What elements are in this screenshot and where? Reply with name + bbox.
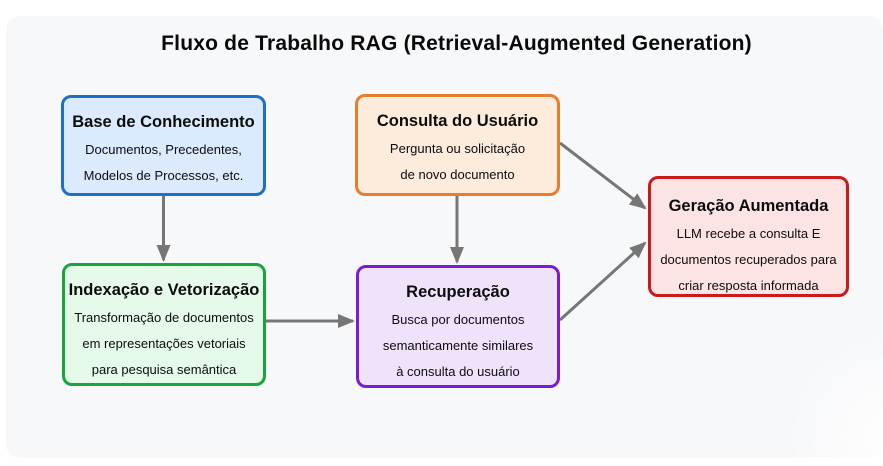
node-user-query: Consulta do Usuário Pergunta ou solicita… bbox=[355, 94, 560, 196]
node-retrieval: Recuperação Busca por documentos semanti… bbox=[356, 265, 560, 388]
node-description: Documentos, Precedentes, Modelos de Proc… bbox=[83, 142, 244, 183]
node-title: Geração Aumentada bbox=[668, 197, 829, 215]
node-description: LLM recebe a consulta E documentos recup… bbox=[660, 226, 837, 293]
node-description: Transformação de documentos em represent… bbox=[74, 310, 254, 377]
diagram-title: Fluxo de Trabalho RAG (Retrieval-Augment… bbox=[161, 32, 752, 55]
node-knowledge-base: Base de Conhecimento Documentos, Precede… bbox=[61, 95, 266, 196]
node-description: Pergunta ou solicitação de novo document… bbox=[389, 141, 526, 182]
node-title: Recuperação bbox=[406, 283, 510, 301]
node-indexing-vectorization: Indexação e Vetorização Transformação de… bbox=[62, 263, 266, 386]
node-title: Indexação e Vetorização bbox=[68, 281, 260, 299]
node-title: Consulta do Usuário bbox=[376, 112, 539, 130]
node-title: Base de Conhecimento bbox=[72, 113, 255, 131]
node-augmented-generation: Geração Aumentada LLM recebe a consulta … bbox=[648, 176, 849, 297]
node-description: Busca por documentos semanticamente simi… bbox=[382, 312, 534, 379]
